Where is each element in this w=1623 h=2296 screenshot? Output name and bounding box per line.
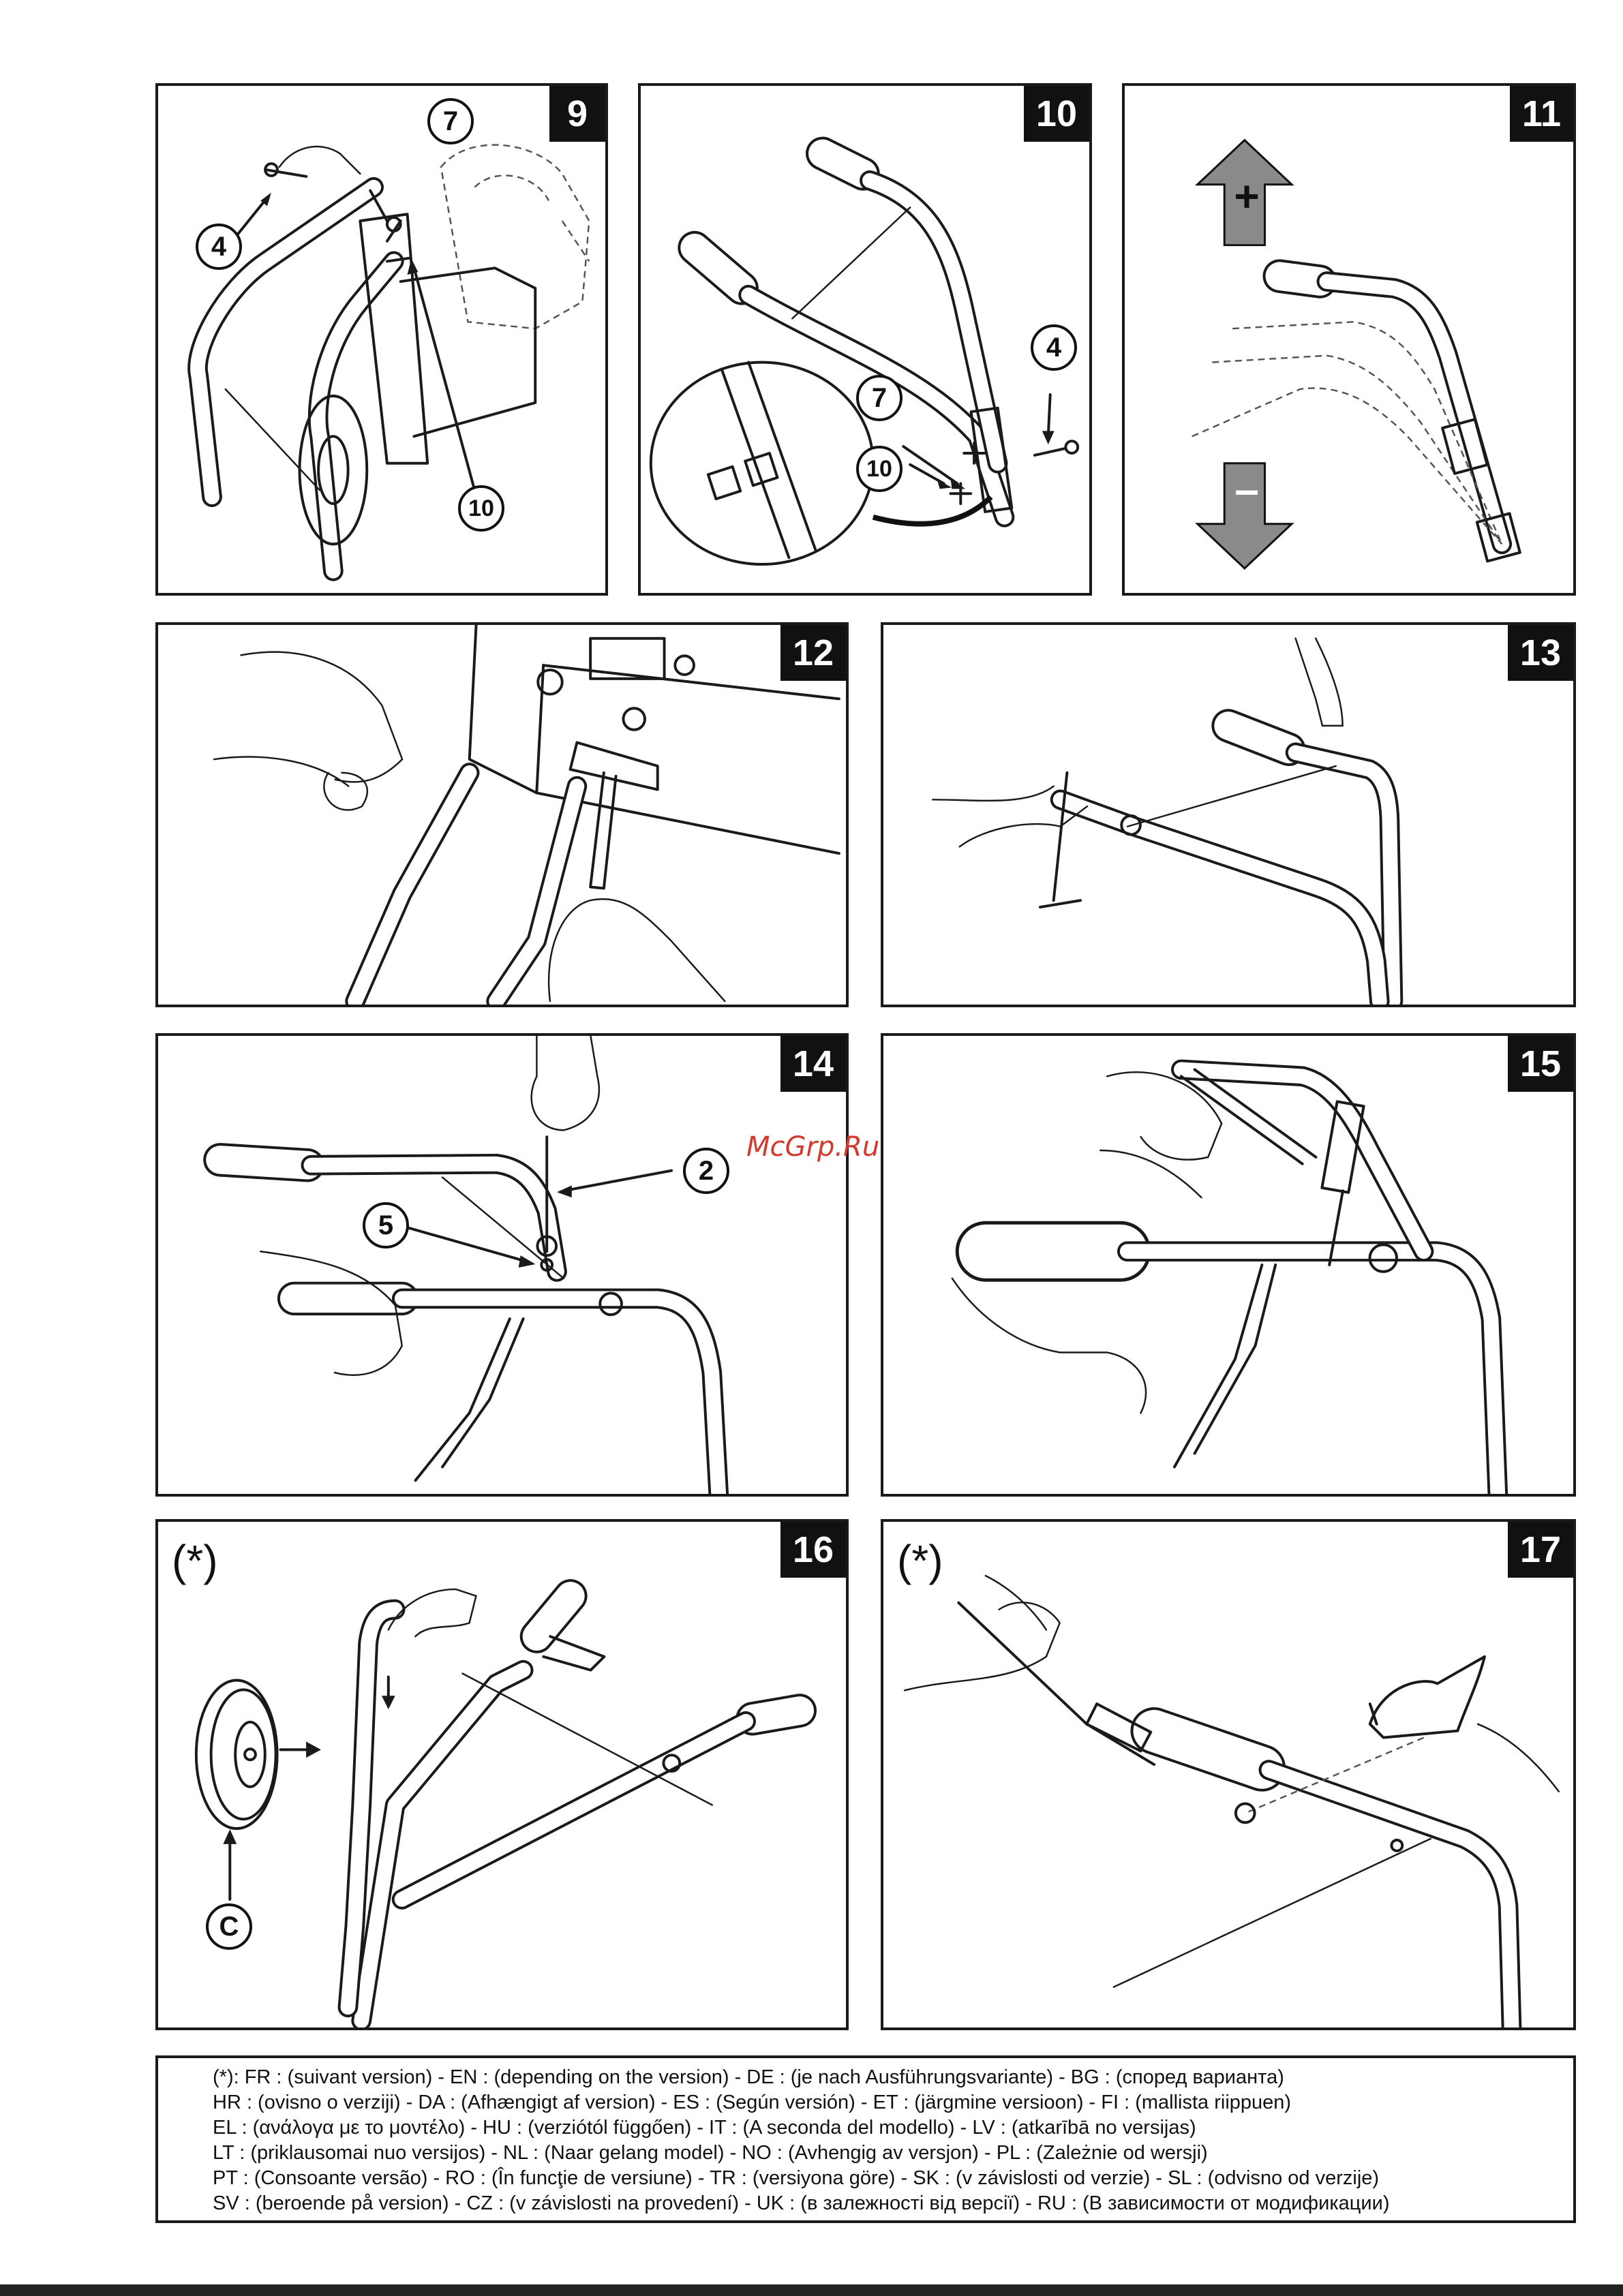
watermark: McGrp.Ru bbox=[746, 1131, 880, 1163]
minus-sign: – bbox=[1234, 465, 1259, 514]
version-legend: (*): FR : (suivant version) - EN : (depe… bbox=[155, 2055, 1576, 2223]
plus-sign: + bbox=[1234, 172, 1260, 221]
illustration-11 bbox=[1192, 138, 1521, 570]
illustration-9 bbox=[187, 144, 590, 581]
panel-16: 16 (*) C bbox=[155, 1519, 849, 2030]
callout-7: 7 bbox=[427, 98, 474, 144]
illustration-16 bbox=[194, 1579, 817, 2027]
panel-number: 13 bbox=[1507, 625, 1573, 681]
legend-line: SV : (beroende på version) - CZ : (v záv… bbox=[213, 2192, 1390, 2214]
legend-line: EL : (ανάλογα με το μοντέλο) - HU : (ver… bbox=[213, 2117, 1196, 2139]
panel-10: 10 4 7 10 bbox=[638, 83, 1092, 596]
panel-number: 16 bbox=[780, 1522, 846, 1578]
legend-line: PT : (Consoante versão) - RO : (În funcţ… bbox=[213, 2167, 1380, 2189]
illustration-12 bbox=[213, 625, 840, 1005]
illustration-17 bbox=[903, 1574, 1560, 2027]
legend-line: LT : (priklausomai nuo versijos) - NL : … bbox=[213, 2142, 1208, 2164]
callout-10: 10 bbox=[856, 446, 902, 492]
illustration-15 bbox=[951, 1059, 1508, 1494]
page-bottom-rule bbox=[0, 2284, 1623, 2296]
panel-15: 15 bbox=[881, 1033, 1576, 1497]
panel-number: 9 bbox=[549, 86, 605, 142]
illustration-13 bbox=[931, 637, 1404, 1005]
panel-12: 12 bbox=[155, 622, 849, 1007]
panel-number: 10 bbox=[1023, 86, 1089, 142]
illustration-14 bbox=[203, 1036, 729, 1494]
panel-number: 15 bbox=[1507, 1036, 1573, 1092]
panel-17: 17 (*) bbox=[881, 1519, 1576, 2030]
callout-4: 4 bbox=[1031, 324, 1077, 371]
panel-number: 11 bbox=[1509, 86, 1573, 142]
legend-line: (*): FR : (suivant version) - EN : (depe… bbox=[213, 2066, 1284, 2088]
panel-13: 13 bbox=[881, 622, 1576, 1007]
panel-9: 9 7 4 10 bbox=[155, 83, 608, 596]
illustration-10 bbox=[649, 136, 1080, 566]
callout-c: C bbox=[206, 1903, 252, 1950]
callout-4: 4 bbox=[196, 224, 242, 270]
callout-2: 2 bbox=[683, 1148, 729, 1194]
panel-number: 12 bbox=[780, 625, 846, 681]
panel-11: 11 + – bbox=[1122, 83, 1576, 596]
panel-number: 14 bbox=[780, 1036, 846, 1092]
callout-7: 7 bbox=[856, 375, 902, 421]
callout-5: 5 bbox=[363, 1202, 409, 1249]
callout-10: 10 bbox=[458, 485, 504, 532]
version-note: (*) bbox=[172, 1536, 218, 1585]
version-note: (*) bbox=[897, 1536, 943, 1585]
legend-line: HR : (ovisno o verziji) - DA : (Afhængig… bbox=[213, 2092, 1292, 2113]
panel-number: 17 bbox=[1507, 1522, 1573, 1578]
panel-14: 14 2 5 bbox=[155, 1033, 849, 1497]
